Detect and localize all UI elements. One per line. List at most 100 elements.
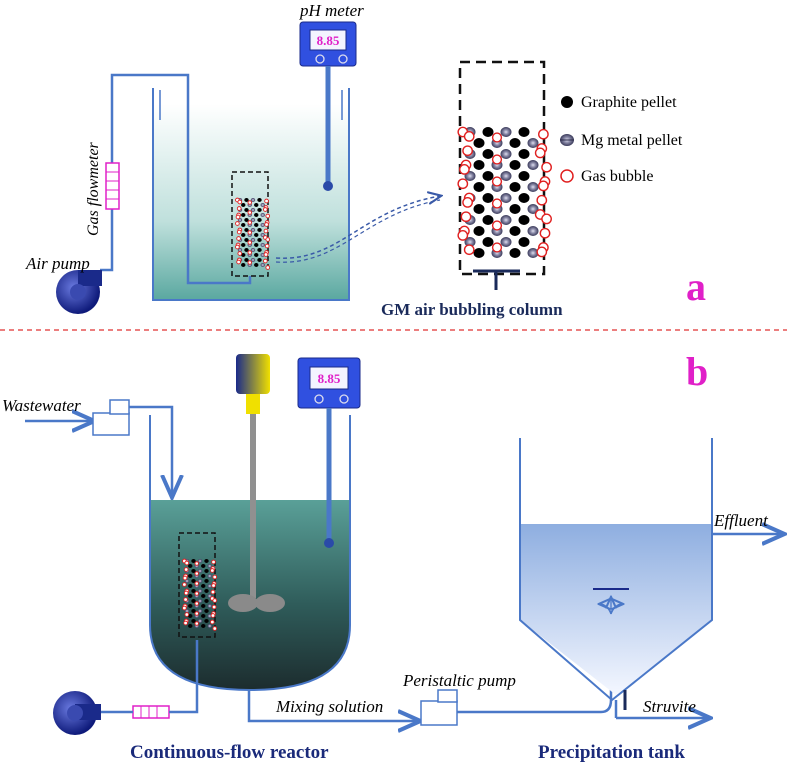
graphite-pellet	[254, 223, 259, 227]
legend-graphite-marker	[561, 96, 573, 108]
graphite-pellet	[509, 226, 521, 236]
graphite-pellet	[201, 604, 206, 608]
mixing-solution-label: Mixing solution	[275, 697, 383, 716]
graphite-pellet	[518, 193, 530, 203]
graphite-pellet	[191, 559, 196, 563]
mg-pellet	[527, 182, 539, 192]
graphite-pellet	[241, 213, 246, 217]
gas-bubble	[235, 214, 241, 220]
peristaltic-pump-label: Peristaltic pump	[402, 671, 516, 690]
distributor-arrows	[600, 598, 622, 615]
legend-graphite-label: Graphite pellet	[581, 94, 677, 111]
graphite-pellet	[188, 574, 193, 578]
gas-flowmeter-b-icon	[132, 705, 170, 719]
gas-bubble	[210, 568, 215, 573]
mg-pellet	[527, 160, 539, 170]
gas-bubble	[194, 611, 199, 616]
mg-pellet	[260, 213, 265, 217]
graphite-pellet	[257, 198, 262, 202]
gas-bubble	[247, 250, 252, 255]
gas-bubble	[265, 237, 271, 242]
gas-bubble	[183, 620, 188, 626]
graphite-pellet	[204, 599, 209, 603]
graphite-pellet	[241, 203, 246, 207]
gas-bubble	[182, 605, 187, 611]
graphite-pellet	[244, 248, 249, 252]
gas-bubble	[247, 230, 252, 235]
tank-liquid	[520, 524, 712, 695]
mg-pellet	[250, 228, 256, 232]
mg-pellet	[464, 237, 476, 247]
gas-bubble	[212, 574, 218, 580]
mg-pellet	[250, 248, 256, 252]
graphite-pellet	[482, 149, 494, 159]
gas-bubble	[263, 252, 269, 257]
gas-bubble	[211, 583, 216, 588]
mg-pellet	[260, 243, 265, 247]
graphite-pellet	[482, 193, 494, 203]
air-pump-label: Air pump	[25, 254, 90, 273]
graphite-pellet	[257, 218, 262, 222]
mg-pellet	[260, 263, 265, 267]
ph-reading-a: 8.85	[317, 33, 340, 48]
gas-bubble	[237, 199, 243, 205]
mg-pellet	[250, 198, 256, 202]
gas-bubble	[265, 213, 271, 219]
gas-bubble	[462, 197, 473, 208]
graphite-pellet	[244, 228, 249, 232]
graphite-pellet	[244, 238, 249, 242]
gas-bubble	[491, 176, 503, 187]
mg-pellet	[197, 569, 203, 573]
gas-bubble	[264, 198, 269, 204]
mg-pellet	[197, 619, 203, 623]
graphite-pellet	[191, 589, 196, 593]
gas-bubble	[263, 258, 268, 264]
gas-bubble	[538, 180, 549, 192]
gas-bubble	[463, 131, 475, 142]
gas-bubble	[247, 240, 252, 245]
stirrer-coupling	[246, 394, 260, 414]
graphite-pellet	[241, 243, 246, 247]
wastewater-label: Wastewater	[2, 396, 81, 415]
zoom-arrow	[275, 196, 440, 259]
gas-bubble	[536, 194, 548, 206]
ph-meter-b-icon	[297, 357, 361, 548]
graphite-pellet	[204, 609, 209, 613]
gas-bubble	[539, 227, 551, 239]
graphite-pellet	[257, 248, 262, 252]
graphite-pellet	[473, 226, 485, 236]
gas-bubble	[236, 259, 241, 265]
graphite-pellet	[518, 149, 530, 159]
graphite-pellet	[509, 182, 521, 192]
graphite-pellet	[509, 248, 521, 258]
graphite-pellet	[191, 609, 196, 613]
feed-pump-icon	[92, 399, 130, 436]
graphite-pellet	[188, 564, 193, 568]
graphite-pellet	[204, 589, 209, 593]
stirrer-blade-left	[228, 594, 258, 612]
stirrer-motor	[236, 354, 270, 394]
graphite-pellet	[482, 215, 494, 225]
graphite-pellet	[204, 579, 209, 583]
legend-mg-label: Mg metal pellet	[581, 132, 683, 149]
graphite-pellet	[509, 160, 521, 170]
column-b-small-particles	[182, 558, 218, 631]
gas-bubble	[460, 211, 472, 223]
graphite-pellet	[191, 599, 196, 603]
gas-bubble	[491, 154, 503, 165]
gas-bubble	[210, 613, 216, 618]
gas-bubble	[194, 581, 199, 586]
gas-bubble	[263, 207, 268, 212]
mg-pellet	[207, 574, 212, 578]
graphite-pellet	[201, 624, 206, 628]
graphite-pellet	[204, 569, 209, 573]
gas-bubble	[184, 612, 190, 617]
gas-bubble	[212, 598, 218, 603]
mg-pellet	[527, 138, 539, 148]
mg-pellet	[237, 248, 243, 252]
gas-bubble	[194, 561, 199, 566]
gas-bubble	[457, 178, 469, 190]
graphite-pellet	[257, 228, 262, 232]
graphite-pellet	[254, 203, 259, 207]
graphite-pellet	[188, 614, 193, 618]
